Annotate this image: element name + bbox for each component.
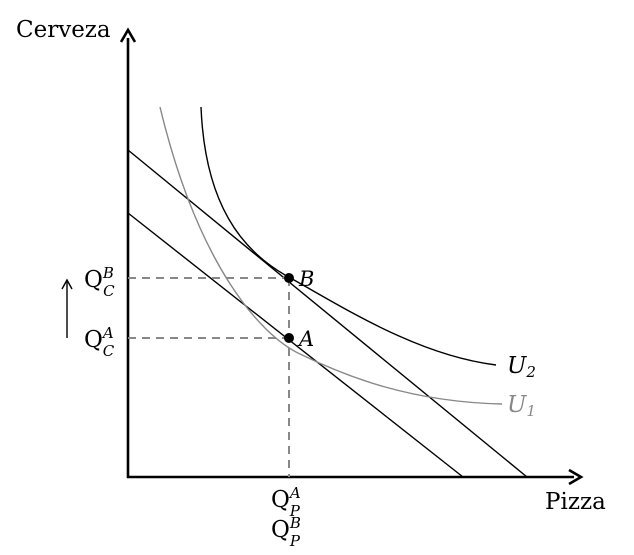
point-b [284, 273, 294, 283]
point-b-label: B [298, 267, 314, 291]
u1-label: U1 [507, 392, 536, 420]
x-axis-label: Pizza [545, 489, 606, 515]
y-axis-label: Cerveza [16, 17, 111, 43]
point-a-label: A [297, 327, 314, 351]
budget-line-original [127, 212, 464, 478]
indifference-curve-u2 [200, 106, 497, 366]
indifference-curve-u1 [159, 106, 503, 405]
x-axis-arrowhead [568, 468, 584, 486]
y-increase-arrowhead [61, 278, 73, 290]
u2-label: U2 [507, 353, 536, 381]
budget-line-new [127, 149, 528, 478]
point-a [284, 333, 294, 343]
y-axis-arrowhead [119, 27, 137, 43]
